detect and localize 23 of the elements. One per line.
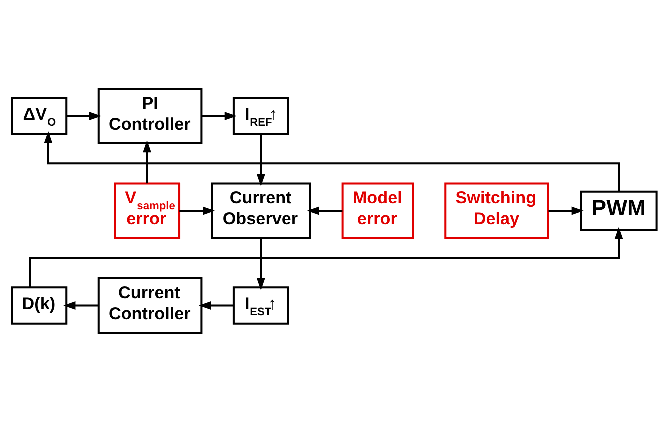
node-box: PI Controller xyxy=(98,88,203,144)
node-box: Model error xyxy=(342,182,414,239)
arrow xyxy=(64,301,99,310)
arrow xyxy=(29,226,624,288)
arrow xyxy=(307,206,343,215)
arrow xyxy=(180,206,216,215)
arrow xyxy=(143,140,152,184)
arrow xyxy=(256,134,266,186)
arrow xyxy=(256,238,266,290)
node-box: Switching Delay xyxy=(444,182,550,239)
arrow xyxy=(202,112,237,120)
arrow xyxy=(66,112,102,120)
arrow xyxy=(198,301,234,310)
node-box: V$_{sample}$ error xyxy=(114,182,181,239)
arrow xyxy=(548,206,584,215)
node-box: I$_{EST}$↑ xyxy=(232,286,290,324)
node-box: D(k) xyxy=(11,286,68,324)
node-box: I$_{REF}$↑ xyxy=(232,96,290,135)
node-box: ΔV$_{O}$ xyxy=(11,96,68,135)
node-box: Current Observer xyxy=(211,182,312,239)
arrow xyxy=(44,130,620,192)
node-box: PWM xyxy=(580,190,658,231)
node-box: Current Controller xyxy=(98,277,203,334)
